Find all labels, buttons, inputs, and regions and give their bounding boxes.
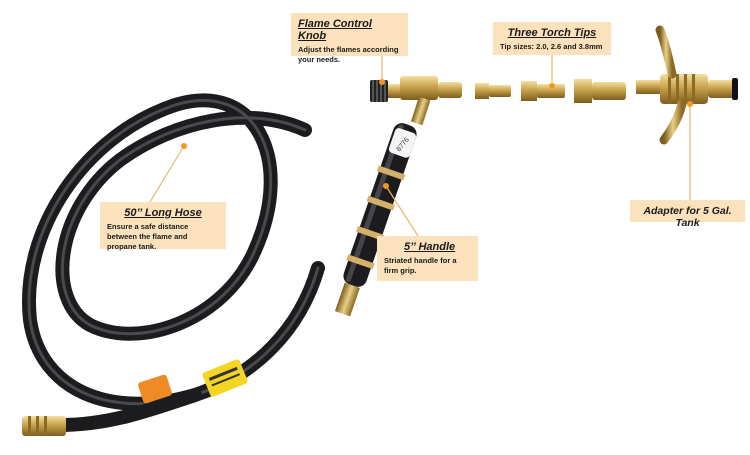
callout-title: Flame Control Knob — [298, 18, 372, 42]
dot-tips — [549, 83, 555, 89]
torch-tip-medium — [521, 81, 565, 101]
callout-tank-adapter: Adapter for 5 Gal. Tank — [630, 200, 745, 229]
callout-leader-lines — [149, 55, 691, 237]
callout-title: Three Torch Tips — [507, 27, 597, 39]
callout-description: Ensure a safe distance between the flame… — [107, 222, 189, 252]
dot-adapter — [687, 101, 693, 107]
callout-description: Adjust the flames according your needs. — [298, 45, 399, 65]
torch-tip-small — [475, 83, 511, 99]
tank-adapter — [636, 25, 738, 145]
callout-handle: 5’’ Handle Striated handle for a firm gr… — [377, 236, 478, 281]
dot-handle — [383, 183, 389, 189]
callout-three-torch-tips: Three Torch Tips Tip sizes: 2.0, 2.6 and… — [493, 22, 611, 55]
callout-description: Tip sizes: 2.0, 2.6 and 3.8mm — [500, 42, 603, 51]
dot-hose — [181, 143, 187, 149]
hose-end-fitting — [22, 416, 66, 436]
torch-handle: 8776 — [334, 123, 417, 317]
callout-title: Adapter for 5 Gal. Tank — [643, 205, 732, 229]
callout-description: Striated handle for a firm grip. — [384, 256, 457, 276]
callout-dots — [181, 79, 693, 189]
torch-head — [370, 76, 462, 126]
callout-long-hose: 50’’ Long Hose Ensure a safe distance be… — [100, 202, 226, 252]
propane-hose — [22, 93, 325, 432]
hose-safety-tags — [138, 359, 248, 404]
callout-title: 50’’ Long Hose — [124, 207, 202, 219]
torch-tip-large — [574, 79, 626, 103]
dot-knob — [379, 79, 385, 85]
callout-title: 5’’ Handle — [404, 241, 456, 253]
callout-flame-control-knob: Flame Control Knob Adjust the flames acc… — [291, 13, 408, 64]
